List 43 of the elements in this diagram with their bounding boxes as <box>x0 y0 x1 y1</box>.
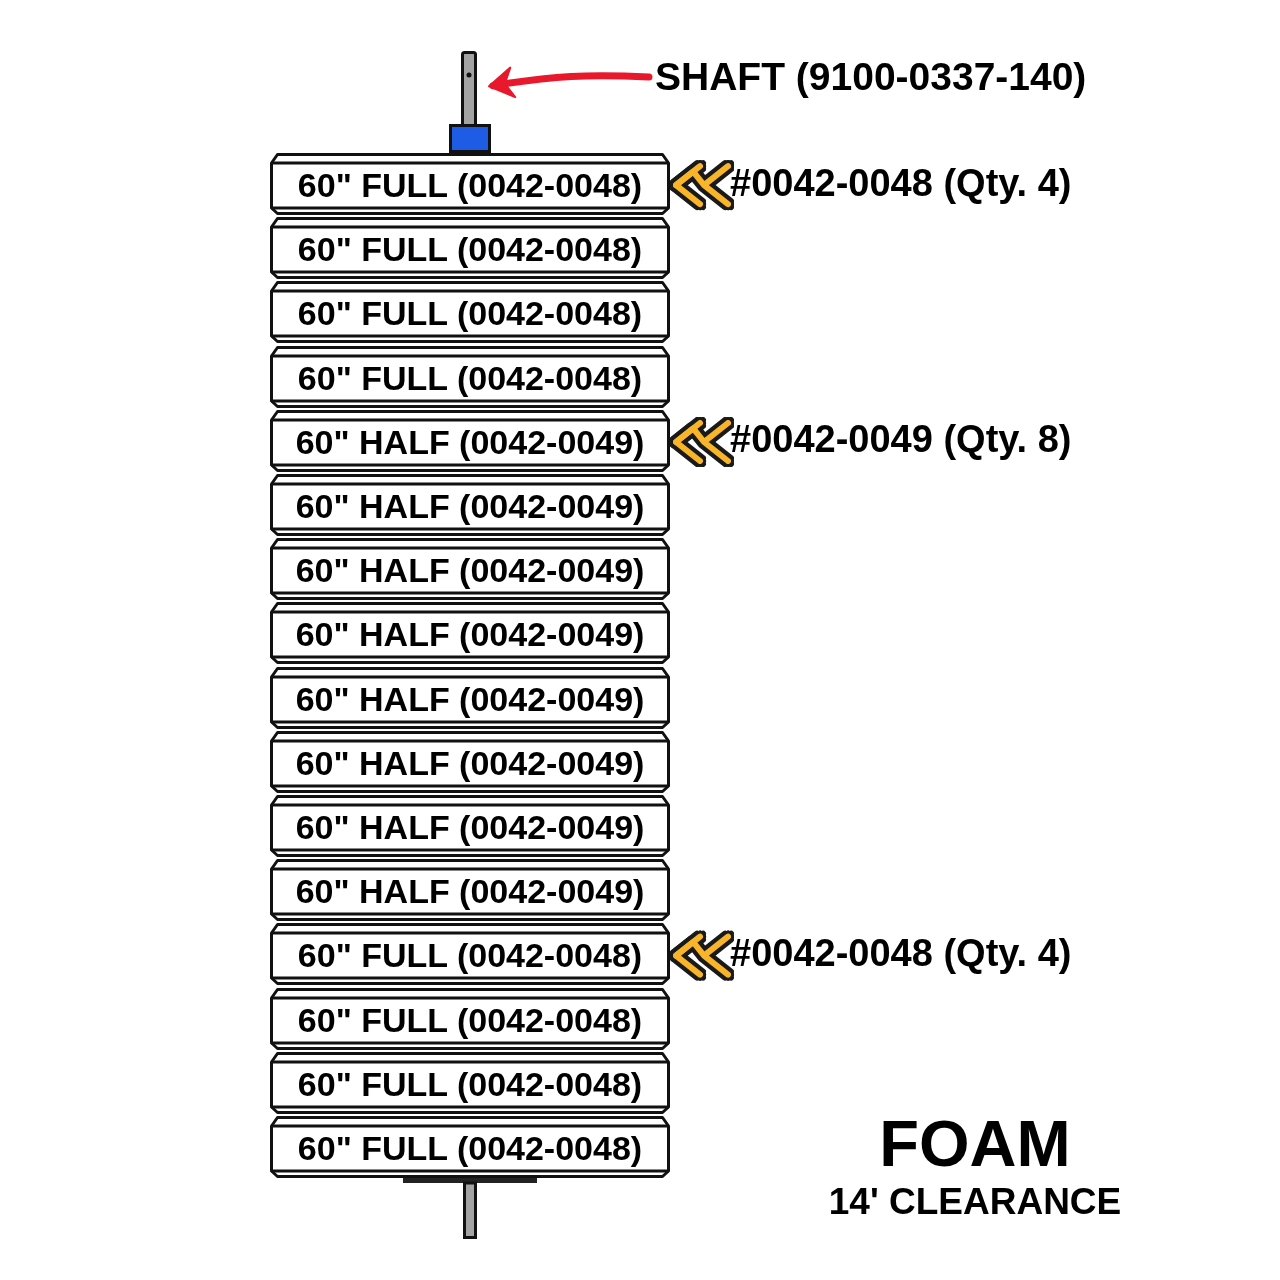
segment-label: 60" FULL (0042-0048) <box>297 165 643 206</box>
foam-segment <box>270 281 670 344</box>
foam-segment <box>270 602 670 665</box>
foam-segment <box>270 987 670 1050</box>
shaft-label: SHAFT (9100-0337-140) <box>655 54 1087 100</box>
double-chevron-arrow <box>673 420 731 464</box>
segment-label: 60" FULL (0042-0048) <box>297 358 643 398</box>
segment-label: 60" FULL (0042-0048) <box>297 294 643 334</box>
part-number-label: #0042-0048 (Qty. 4) <box>730 161 1072 206</box>
foam-segment <box>270 1051 670 1114</box>
part-number-label: #0042-0049 (Qty. 8) <box>730 418 1072 463</box>
foam-segment <box>270 217 670 280</box>
foam-segment <box>270 153 670 215</box>
foam-segment <box>270 923 670 986</box>
segment-label: 60" FULL (0042-0048) <box>297 230 643 270</box>
subheading-text: 14' CLEARANCE <box>828 1183 1122 1220</box>
shaft-drawing <box>449 51 491 153</box>
segment-label: 60" HALF (0042-0049) <box>295 743 645 783</box>
foam-segment <box>270 730 670 793</box>
foam-segment <box>270 474 670 536</box>
segment-label: 60" HALF (0042-0049) <box>295 551 645 591</box>
segment-label: 60" HALF (0042-0049) <box>295 615 645 655</box>
segment-label: 60" HALF (0042-0049) <box>295 872 645 912</box>
segment-label: 60" FULL (0042-0048) <box>297 1000 643 1040</box>
foam-segment <box>270 859 670 922</box>
foam-segment <box>270 795 670 857</box>
foam-segment <box>270 345 670 408</box>
foam-segment <box>270 409 670 472</box>
part-number-label: #0042-0048 (Qty. 4) <box>730 932 1072 976</box>
segment-label: 60" HALF (0042-0049) <box>295 486 645 527</box>
curved-arrow <box>488 66 653 99</box>
foam-segment <box>270 666 670 729</box>
segment-label: 60" FULL (0042-0048) <box>297 936 643 976</box>
heading-text: FOAM <box>879 1111 1071 1176</box>
segment-label: 60" FULL (0042-0048) <box>297 1064 643 1104</box>
foam-segment <box>270 1116 670 1178</box>
foam-segment <box>270 538 670 601</box>
segment-label: 60" HALF (0042-0049) <box>295 679 645 719</box>
segment-label: 60" HALF (0042-0049) <box>295 807 645 848</box>
double-chevron-arrow <box>673 933 731 978</box>
segment-label: 60" FULL (0042-0048) <box>297 1128 643 1169</box>
double-chevron-arrow <box>673 163 731 208</box>
segment-label: 60" HALF (0042-0049) <box>295 422 645 462</box>
